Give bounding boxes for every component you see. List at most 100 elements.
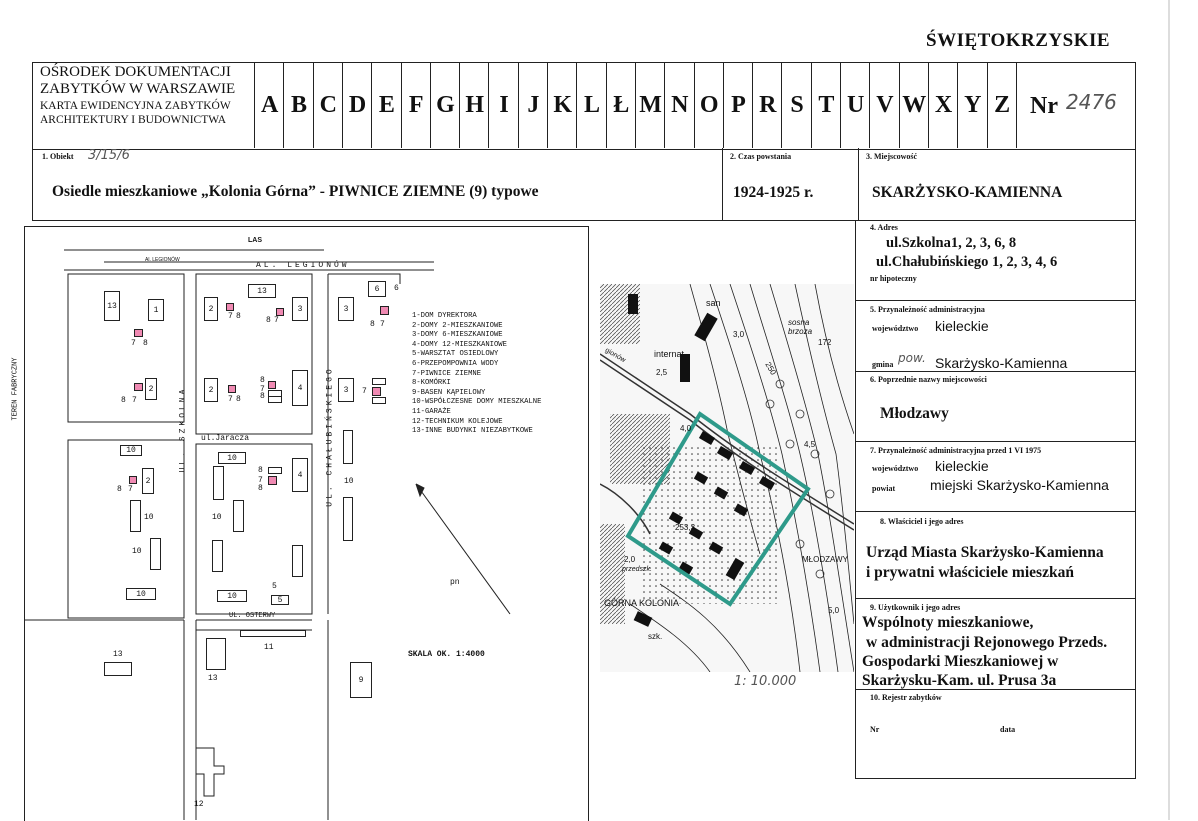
building-12 <box>195 747 225 797</box>
plan-number-label: 8 <box>258 466 263 475</box>
address-line-1: ul.Szkolna1, 2, 3, 6, 8 <box>886 235 1017 251</box>
building-number: 3 <box>343 304 349 314</box>
plan-pn-label: pn <box>450 578 460 587</box>
building-number: 13 <box>107 301 117 311</box>
time-label: 2. Czas powstania <box>730 152 792 161</box>
letter-cell: Z <box>986 62 1017 148</box>
plan-building: 10 <box>217 590 247 602</box>
plan-teren-fabryczny: TEREN FABRYCZNY <box>11 357 20 421</box>
topo-value-172: 172 <box>818 338 832 347</box>
plan-building: 10 <box>218 452 246 464</box>
plan-number-label: 8 <box>260 392 265 401</box>
plan-building <box>150 538 161 570</box>
nr-label: Nr <box>1030 93 1058 119</box>
settlement-dots <box>640 444 780 604</box>
plan-number-label: 7 <box>131 339 136 348</box>
owner-label: 8. Właściciel i jego adres <box>880 517 964 526</box>
former-names-label: 6. Poprzednie nazwy miejscowości <box>870 375 987 384</box>
plan-building <box>212 540 223 572</box>
legend-item: 1-DOM DYREKTORA <box>412 312 477 320</box>
building-number: 10 <box>126 446 136 455</box>
legend-item: 12-TECHNIKUM KOLEJOWE <box>412 417 503 426</box>
letter-grid-end-line <box>1015 62 1017 148</box>
registry-date-label: data <box>1000 725 1016 734</box>
registry-nr-label: Nr <box>870 725 880 734</box>
plan-number-label: 8 <box>117 485 122 494</box>
admin1975-voiv-label: województwo <box>872 464 919 473</box>
site-plan-drawing <box>24 249 511 820</box>
plan-number-label: 8 <box>236 395 241 404</box>
block-center <box>195 443 313 615</box>
letter-cell: U <box>840 62 870 148</box>
address-line-2: ul.Chałubińskiego 1, 2, 3, 4, 6 <box>876 254 1058 270</box>
plan-number-label: 6 <box>394 284 399 293</box>
legend-item: 3-DOMY 6-MIESZKANIOWE <box>412 331 503 340</box>
plan-building <box>372 397 386 404</box>
legend-item: 13-INNE BUDYNKI NIEZABYTKOWE <box>412 427 533 436</box>
institution-line-2: ZABYTKÓW W WARSZAWIE <box>40 81 236 97</box>
plan-legionow-small: Al. LEGIONÓW <box>145 257 180 263</box>
divider-object-time <box>722 148 723 220</box>
time-value: 1924-1925 r. <box>733 184 814 201</box>
object-handwritten-code: 3/15/6 <box>88 148 130 163</box>
cellar-building <box>134 329 143 337</box>
plan-building: 10 <box>126 588 156 600</box>
legend-item: 9-BASEN KĄPIELOWY <box>412 388 486 397</box>
plan-building: 3 <box>338 297 354 321</box>
topo-szk: szk. <box>648 632 663 641</box>
topo-value-45: 4,5 <box>804 440 816 449</box>
building-number: 2 <box>145 476 151 486</box>
mortgage-label: nr hipoteczny <box>870 274 917 283</box>
plan-number-label: 8 <box>258 484 263 493</box>
plan-number-label: 7 <box>228 395 233 404</box>
building-number: 4 <box>297 470 303 480</box>
plan-number-label: 8 <box>236 312 241 321</box>
cellar-building <box>134 383 143 391</box>
admin-gmina-handwritten: pow. <box>898 351 926 365</box>
topo-buildings <box>628 294 776 627</box>
plan-building: 13 <box>104 291 120 321</box>
letter-cell: S <box>781 62 811 148</box>
topo-mlodzawy: MŁODZAWY <box>802 555 848 564</box>
cellar-building <box>268 476 277 485</box>
topo-gorna-kolonia: GÓRNA KOLONIA <box>604 598 680 608</box>
topo-scale-handwritten: 1: 10.000 <box>734 674 797 689</box>
topo-value-30: 3,0 <box>733 330 745 339</box>
cellar-building <box>380 306 389 315</box>
divider-4-5 <box>855 300 1135 301</box>
building-number: 3 <box>297 304 303 314</box>
cellar-building <box>228 385 236 393</box>
object-row-box <box>32 148 1136 221</box>
divider-9-10 <box>855 689 1135 690</box>
letter-cell: N <box>664 62 694 148</box>
plan-building <box>268 467 282 474</box>
plan-number-label: 8 <box>260 376 265 385</box>
letter-cell: X <box>927 62 958 148</box>
plan-scale: SKALA OK. 1:4000 <box>408 650 485 659</box>
locality-value: SKARŻYSKO-KAMIENNA <box>872 184 1063 201</box>
nr-handwritten-value: 2476 <box>1066 90 1117 114</box>
topo-sosna-brzoza: sosna brzoza <box>788 318 813 336</box>
plan-al-legionow: AL. LEGIONÓW <box>256 261 350 270</box>
plan-building: 2 <box>142 468 154 494</box>
registry-label: 10. Rejestr zabytków <box>870 693 942 702</box>
cellar-building <box>268 381 276 389</box>
plan-number-label: 7 <box>380 320 385 329</box>
building-number: 3 <box>343 385 349 395</box>
plan-number-label: 7 <box>128 485 133 494</box>
plan-number-label: 8 <box>266 316 271 325</box>
site-plan-frame <box>24 226 589 821</box>
plan-building: 2 <box>204 378 218 402</box>
building-number: 5 <box>277 595 283 605</box>
topo-san: san <box>706 298 721 308</box>
plan-building: 4 <box>292 370 308 406</box>
object-label: 1. Obiekt <box>42 152 74 161</box>
letter-cell: G <box>429 62 460 148</box>
letter-cell: M <box>634 62 665 148</box>
admin-label: 5. Przynależność administracyjna <box>870 305 985 314</box>
topo-internat: internat <box>654 349 685 359</box>
admin1975-label: 7. Przynależność administracyjna przed 1… <box>870 446 1042 455</box>
letter-cell: B <box>283 62 313 148</box>
building-number: 9 <box>358 675 364 685</box>
plan-number-label: 10 <box>144 513 154 522</box>
